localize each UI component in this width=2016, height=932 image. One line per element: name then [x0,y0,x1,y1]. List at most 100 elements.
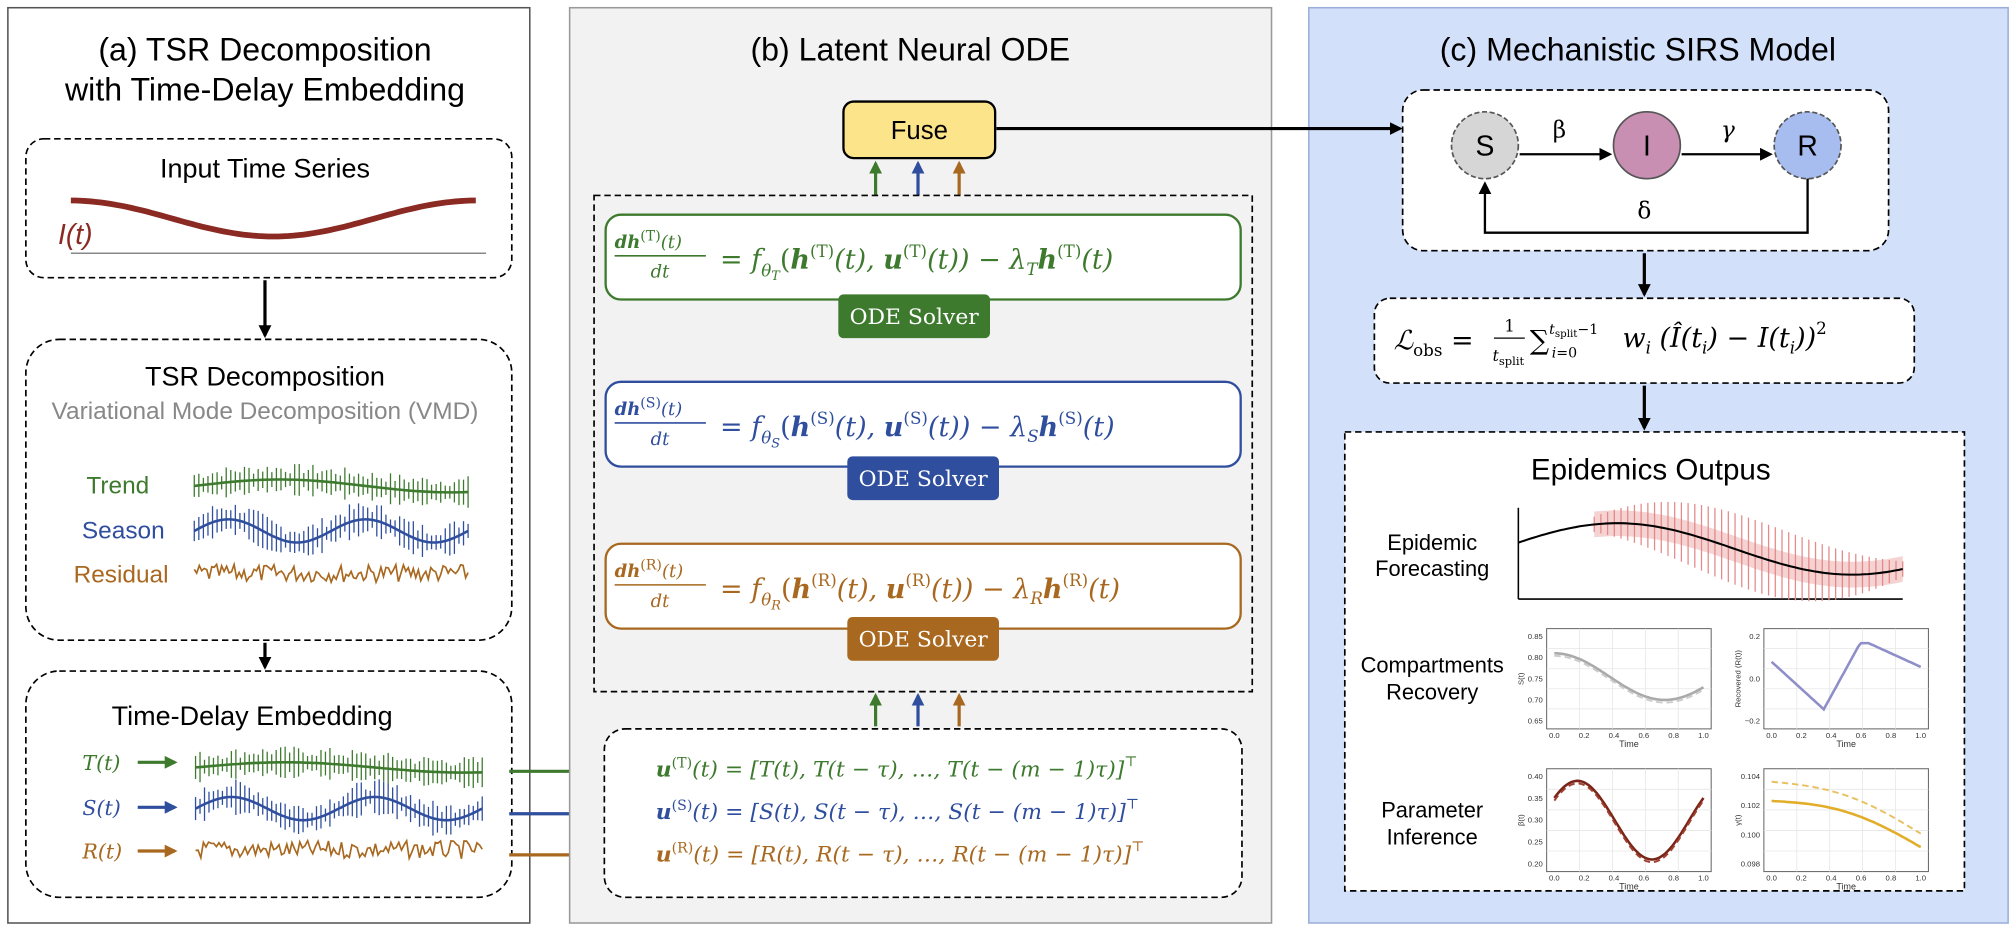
mini-chart-ylabel: γ(t) [1734,814,1743,826]
panel-b-title: (b) Latent Neural ODE [750,31,1070,67]
mini-chart-xtick: 0.6 [1638,731,1649,740]
mini-chart-ylabel: Recovered (R(t)) [1734,650,1743,708]
mini-chart-ytick: 0.30 [1528,816,1543,825]
delta-label: δ [1637,199,1651,225]
mini-chart-xlabel: Time [1836,882,1856,892]
mini-chart-ytick: 0.65 [1528,717,1543,726]
mini-chart-ytick: 0.102 [1741,801,1760,810]
mini-chart-reference-curve [1553,782,1705,864]
embedding-vector-r: u(R)(t) = [R(t), R(t − τ), …, R(t − (m −… [656,839,1145,867]
mini-chart-xtick: 0.2 [1579,731,1590,740]
recovered-node [1773,111,1842,180]
svg-text:= fθT(h(T)(t), u(T)(t)) − λTh(: = fθT(h(T)(t), u(T)(t)) − λTh(T)(t) [720,241,1113,284]
trend-signal [193,464,469,508]
embedded-season-signal [194,779,483,836]
mini-chart-ylabel: β(t) [1516,814,1525,826]
forecast-chart [1517,501,1904,602]
embedding-title: Time-Delay Embedding [112,701,393,731]
mini-chart-curve [1771,799,1922,849]
mini-chart-ylabel: S(t) [1516,672,1525,685]
panel-a-title-line2: with Time-Delay Embedding [64,71,465,107]
trend-label: Trend [86,473,149,500]
svg-text:dt: dt [651,429,671,450]
panel-a: (a) TSR Decomposition with Time-Delay Em… [7,6,531,924]
mini-chart-xtick: 1.0 [1915,731,1926,740]
row-recovery-line2: Recovery [1386,679,1478,704]
sirs-model-box: S I R β γ δ [1401,89,1890,252]
mini-chart-ytick: 0.20 [1528,859,1543,868]
mini-chart-xtick: 0.4 [1826,731,1837,740]
mini-chart-xtick: 0.8 [1668,874,1679,883]
embedding-box: Time-Delay Embedding T(t) S(t) R(t) [25,670,513,899]
decomposition-box: TSR Decomposition Variational Mode Decom… [25,338,513,642]
mini-chart-xlabel: Time [1619,882,1639,892]
input-series-label: I(t) [58,218,93,250]
mini-chart-ytick: 0.098 [1741,859,1760,868]
svg-text:dt: dt [651,262,671,283]
mini-chart-curve [1553,779,1705,861]
mini-chart-xlabel: Time [1619,739,1639,749]
outputs-box: Epidemics Outpus Epidemic Forecasting Co… [1343,431,1966,892]
mini-chart-ytick: 0.35 [1528,794,1543,803]
ode-residual-theta-sub: R [770,598,781,613]
mini-chart-ytick: −0.2 [1745,717,1760,726]
row-forecasting-line2: Forecasting [1375,556,1489,581]
mini-chart-ytick: 0.100 [1741,830,1760,839]
susceptible-label: S [1475,130,1494,162]
ode-trend-equation: dh(T)(t) [615,228,682,253]
mini-chart-xtick: 0.6 [1856,731,1867,740]
mini-chart-xtick: 1.0 [1698,731,1709,740]
mini-chart-xtick: 1.0 [1698,874,1709,883]
mini-chart-xtick: 0.2 [1579,874,1590,883]
panel-a-title-line1: (a) TSR Decomposition [98,31,431,67]
mini-chart-reference-curve [1554,654,1704,704]
panel-c: (c) Mechanistic SIRS Model S I R β γ δ ℒ… [1308,6,2009,924]
input-series-title: Input Time Series [160,153,370,183]
embedded-residual-signal [195,838,483,862]
mini-chart-frame [1546,628,1712,730]
mini-chart-ytick: 0.85 [1528,632,1543,641]
mini-chart-xtick: 0.4 [1609,874,1620,883]
row-inference-line2: Inference [1387,825,1478,850]
ode-season-block: dh(S)(t) dt = fθS(h(S)(t), u(S)(t)) − λS… [604,380,1242,501]
mini-chart-curve [1554,652,1705,702]
mini-chart-xtick: 0.6 [1856,874,1867,883]
mini-chart-xtick: 0.0 [1766,874,1777,883]
mini-chart-xtick: 0.0 [1766,731,1777,740]
ode-residual-block: dh(R)(t) dt = fθR(h(R)(t), u(R)(t)) − λR… [604,542,1242,661]
mini-chart-xtick: 0.8 [1886,874,1897,883]
mini-chart-xtick: 0.2 [1796,731,1807,740]
embedding-vector-t: u(T)(t) = [T(t), T(t − τ), …, T(t − (m −… [656,754,1138,782]
embedding-input-t: T(t) [82,751,120,775]
mini-chart-xtick: 0.6 [1638,874,1649,883]
mini-chart-frame [1763,768,1929,873]
panel-c-title: (c) Mechanistic SIRS Model [1440,31,1836,67]
svg-text:= fθS(h(S)(t), u(S)(t)) − λSh(: = fθS(h(S)(t), u(S)(t)) − λSh(S)(t) [720,408,1115,451]
season-label: Season [82,518,165,545]
embedding-input-r: R(t) [81,840,122,864]
svg-text:dt: dt [651,591,671,612]
mini-chart-ytick: 0.80 [1528,653,1543,662]
input-series-curve [70,197,476,240]
mini-chart-frame [1546,768,1712,873]
embedding-vectors-box: u(T)(t) = [T(t), T(t − τ), …, T(t − (m −… [603,728,1243,899]
mini-chart-ytick: 0.104 [1741,772,1761,781]
mini-chart-ytick: 0.2 [1749,632,1760,641]
mini-chart-curve [1770,641,1922,712]
mini-chart-xtick: 0.4 [1609,731,1620,740]
outputs-title: Epidemics Outpus [1531,453,1771,486]
decomposition-subtitle: Variational Mode Decomposition (VMD) [52,398,479,425]
ode-season-solver-label: ODE Solver [859,467,989,492]
season-signal [193,503,469,557]
ode-stack-container [593,194,1254,693]
mini-chart-xtick: 0.8 [1668,731,1679,740]
susceptible-node [1450,111,1520,180]
embedding-input-s: S(t) [82,796,120,820]
decomposition-title: TSR Decomposition [145,362,385,392]
